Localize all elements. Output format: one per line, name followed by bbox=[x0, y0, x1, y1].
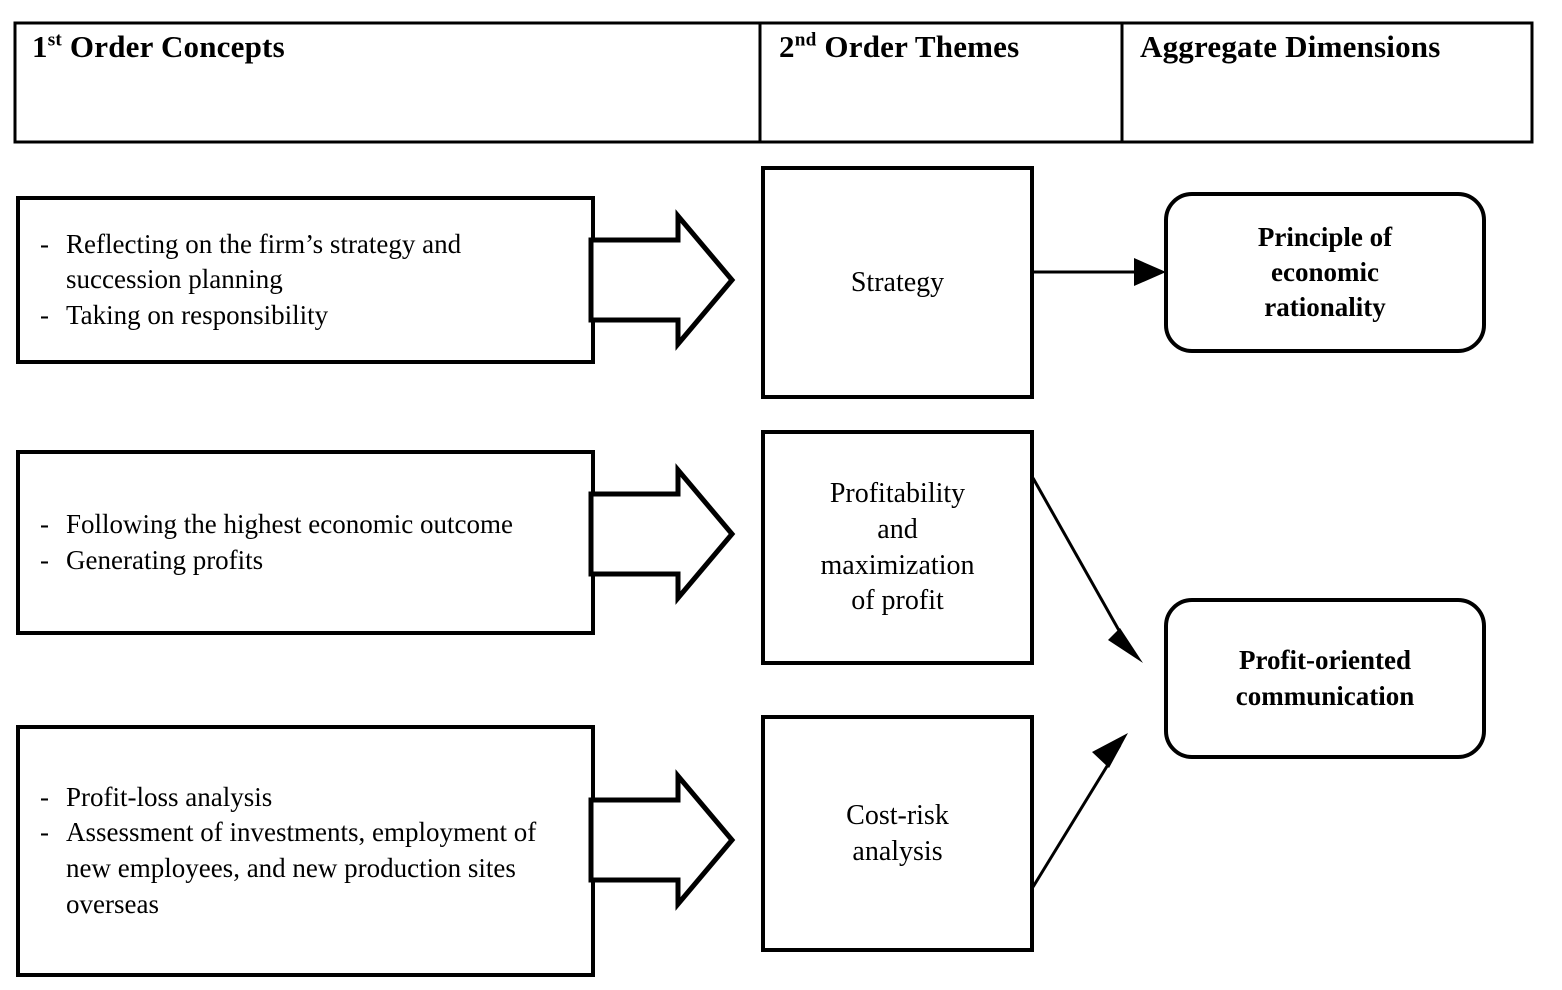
connector-strategy-to-rationality bbox=[1032, 258, 1166, 286]
connector-costrisk-to-communication bbox=[1031, 733, 1128, 888]
aggregate-box-1-text: Principle of economic rationality bbox=[1166, 194, 1484, 351]
block-arrow-1 bbox=[588, 209, 736, 351]
dimension-line: communication bbox=[1235, 680, 1415, 711]
dimension-line: Principle of bbox=[1257, 221, 1393, 252]
second-order-box-1-text: Strategy bbox=[763, 168, 1032, 397]
theme-line: Profitability bbox=[829, 477, 966, 509]
theme-line: maximization bbox=[820, 549, 975, 581]
second-order-box-3-text: Cost-risk analysis bbox=[763, 717, 1032, 950]
list-dash: - bbox=[40, 781, 49, 812]
theme-line: Cost-risk bbox=[846, 799, 949, 831]
theme-line: and bbox=[877, 513, 918, 545]
block-arrow-2 bbox=[588, 463, 736, 605]
first-order-box-3 bbox=[16, 725, 595, 977]
first-order-box-2-text: -Following the highest economic outcome … bbox=[40, 452, 540, 633]
connector-profitability-to-communication bbox=[1031, 477, 1143, 663]
first-order-box-3-text: -Profit-loss analysis -Assessment of inv… bbox=[40, 727, 570, 975]
theme-line: analysis bbox=[852, 835, 943, 867]
second-order-box-2 bbox=[761, 430, 1034, 665]
second-order-box-1 bbox=[761, 166, 1034, 399]
list-dash: - bbox=[40, 299, 49, 330]
block-arrow-3 bbox=[588, 769, 736, 911]
second-order-box-2-text: Profitability and maximization of profit bbox=[763, 432, 1032, 663]
aggregate-box-2-text: Profit-oriented communication bbox=[1166, 600, 1484, 757]
concept-item: -Generating profits bbox=[40, 543, 540, 579]
column-header-second-order: 2nd Order Themes bbox=[779, 29, 1020, 64]
list-dash: - bbox=[40, 817, 49, 848]
concept-item: -Taking on responsibility bbox=[40, 298, 580, 334]
first-order-box-1 bbox=[16, 196, 595, 364]
dimension-line: Profit-oriented bbox=[1239, 645, 1411, 676]
aggregate-box-1 bbox=[1164, 192, 1486, 353]
header-table-outline bbox=[13, 21, 1534, 144]
concept-item: -Assessment of investments, employment o… bbox=[40, 817, 537, 919]
aggregate-box-2 bbox=[1164, 598, 1486, 759]
first-order-box-2 bbox=[16, 450, 595, 635]
second-order-box-3 bbox=[761, 715, 1034, 952]
dimension-line: economic bbox=[1271, 256, 1379, 287]
list-dash: - bbox=[40, 228, 49, 259]
dimension-line: rationality bbox=[1264, 292, 1386, 323]
theme-line: of profit bbox=[851, 585, 944, 617]
list-dash: - bbox=[40, 544, 49, 575]
header-table bbox=[13, 21, 1534, 144]
concept-item: -Following the highest economic outcome bbox=[40, 507, 540, 543]
concept-item: -Profit-loss analysis bbox=[40, 780, 570, 816]
theme-line: Strategy bbox=[850, 266, 945, 298]
first-order-box-1-text: -Reflecting on the firm’s strategy and s… bbox=[40, 198, 580, 362]
concept-item: -Reflecting on the firm’s strategy and s… bbox=[40, 228, 462, 295]
column-header-first-order: 1st Order Concepts bbox=[32, 29, 285, 64]
list-dash: - bbox=[40, 508, 49, 539]
column-header-aggregate: Aggregate Dimensions bbox=[1140, 29, 1441, 64]
